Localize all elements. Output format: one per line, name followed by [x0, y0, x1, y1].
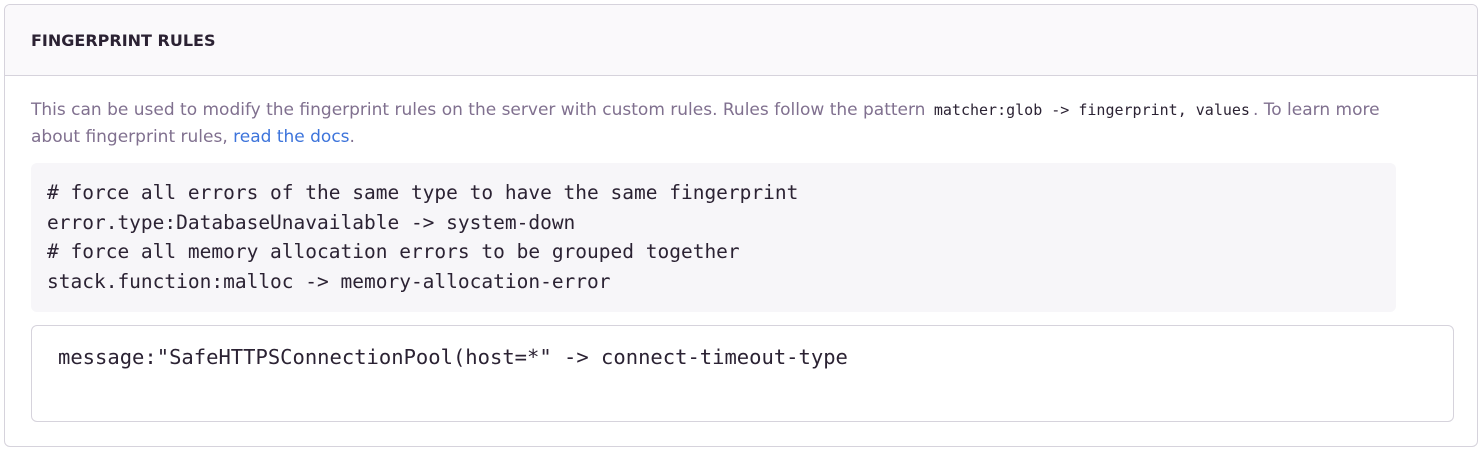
panel-header: FINGERPRINT RULES	[5, 5, 1477, 76]
pattern-code: matcher:glob -> fingerprint, values	[933, 101, 1250, 119]
help-text: This can be used to modify the fingerpri…	[31, 97, 1421, 151]
read-docs-link[interactable]: read the docs	[233, 127, 350, 147]
help-end: .	[349, 127, 355, 147]
example-line: # force all memory allocation errors to …	[47, 240, 740, 263]
help-middle: . To learn more about fingerprint rules,	[31, 100, 1380, 147]
panel-title: FINGERPRINT RULES	[31, 30, 216, 50]
example-line: # force all errors of the same type to h…	[47, 181, 799, 204]
help-intro: This can be used to modify the fingerpri…	[31, 100, 926, 120]
example-line: stack.function:malloc -> memory-allocati…	[47, 269, 611, 293]
fingerprint-rules-input[interactable]: message:"SafeHTTPSConnectionPool(host=*"…	[31, 325, 1454, 422]
fingerprint-rules-panel: FINGERPRINT RULES This can be used to mo…	[4, 4, 1478, 447]
example-rules-block: # force all errors of the same type to h…	[31, 163, 1396, 312]
example-line: error.type:DatabaseUnavailable -> system…	[47, 210, 576, 234]
